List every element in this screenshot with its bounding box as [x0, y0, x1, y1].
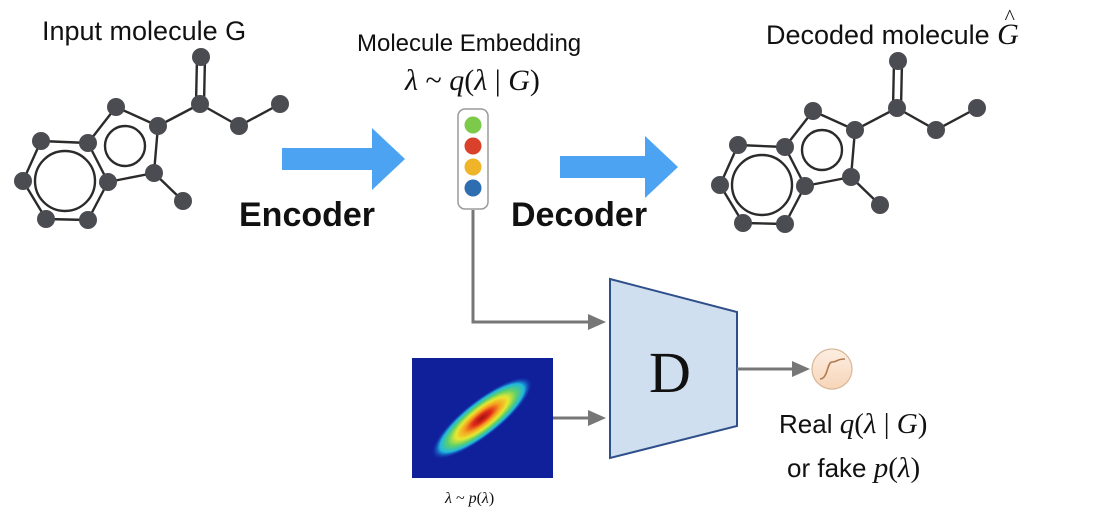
atom — [271, 95, 289, 113]
decoded-molecule-label: Decoded molecule G^ — [766, 4, 1019, 51]
encoder-label: Encoder — [239, 196, 376, 234]
decoder-arrow — [560, 136, 678, 198]
decoder-label: Decoder — [511, 196, 648, 234]
embedding-title: Molecule Embedding — [357, 30, 582, 57]
discriminator-to-sigmoid-arrowhead — [792, 361, 810, 377]
gaussian-heatmap-icon — [431, 377, 533, 459]
atom — [79, 211, 97, 229]
aromatic-ring — [800, 128, 844, 172]
decoded-molecule — [711, 52, 986, 233]
input-molecule — [14, 48, 289, 229]
atom — [804, 102, 822, 120]
atom — [888, 99, 906, 117]
atom — [842, 168, 860, 186]
atom — [107, 98, 125, 116]
embedding-dot — [464, 116, 482, 134]
embedding-to-discriminator-arrowhead — [588, 314, 606, 330]
lambda-symbol: λ — [405, 64, 418, 97]
embedding-dot — [464, 179, 482, 197]
atom — [32, 132, 50, 150]
atom — [871, 196, 889, 214]
atom — [776, 138, 794, 156]
atom — [711, 176, 729, 194]
sigmoid-icon — [811, 348, 853, 390]
embedding-distribution: λ ~ q(λ | G) — [405, 64, 540, 97]
embedding-dots — [464, 116, 482, 197]
atom — [145, 164, 163, 182]
atom — [889, 52, 907, 70]
discriminator-label: D — [649, 340, 691, 405]
atom — [776, 215, 794, 233]
atom — [968, 99, 986, 117]
atom — [734, 214, 752, 232]
aromatic-ring — [103, 124, 147, 168]
embedding-to-discriminator-line — [471, 210, 590, 324]
atom — [37, 210, 55, 228]
atom — [149, 117, 167, 135]
atom — [729, 136, 747, 154]
atom — [796, 177, 814, 195]
atom — [192, 48, 210, 66]
atom — [99, 173, 117, 191]
atom — [230, 117, 248, 135]
prior-distribution-label: λ ~ p(λ) — [445, 490, 495, 507]
atom — [79, 134, 97, 152]
encoder-arrow — [282, 128, 405, 190]
embedding-dot — [464, 137, 482, 155]
discriminator-block — [609, 277, 738, 460]
aromatic-ring — [730, 153, 794, 217]
atom — [174, 192, 192, 210]
g-hat: G^ — [997, 4, 1019, 51]
atom — [846, 121, 864, 139]
embedding-dot — [464, 158, 482, 176]
aromatic-ring — [33, 149, 97, 213]
output-fake-label: or fake p(λ) — [787, 452, 921, 484]
output-real-label: Real q(λ | G) — [779, 408, 928, 440]
input-molecule-label: Input molecule G — [42, 16, 247, 46]
prior-to-discriminator-arrowhead — [588, 410, 606, 426]
atom — [14, 172, 32, 190]
atom — [191, 95, 209, 113]
atom — [927, 121, 945, 139]
